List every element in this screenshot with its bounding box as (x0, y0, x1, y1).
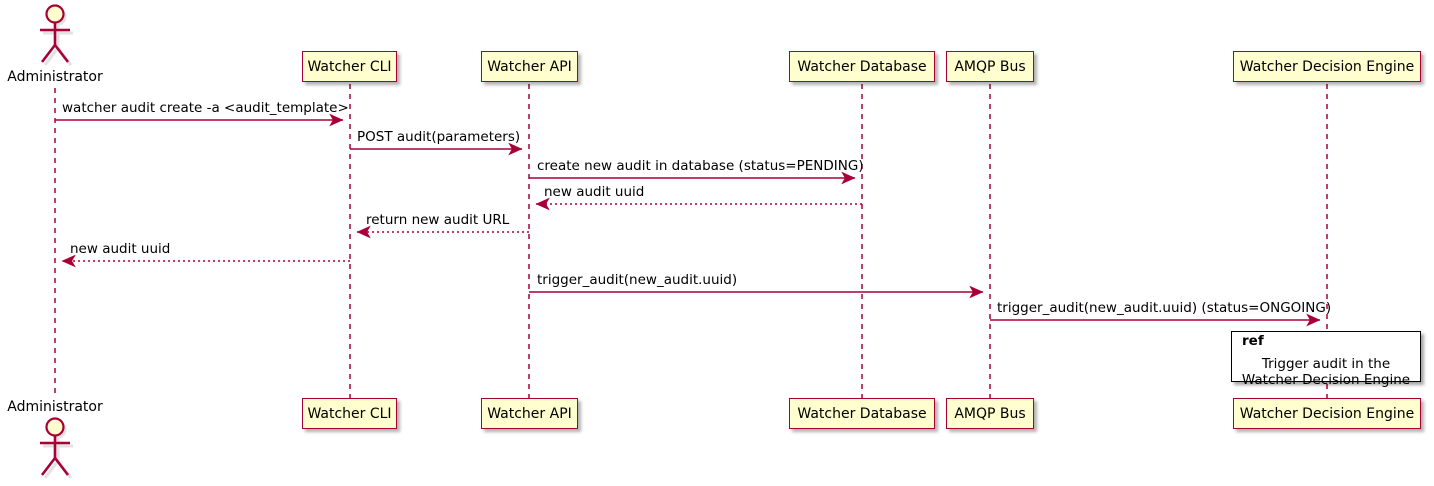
actor-administrator-top-icon (40, 4, 73, 66)
participant-footer-amqp-bus-label: AMQP Bus (954, 405, 1026, 422)
ref-fragment-body: Trigger audit in the Watcher Decision En… (1232, 356, 1420, 388)
participant-footer-watcher-cli[interactable]: Watcher CLI (302, 398, 397, 429)
participant-footer-watcher-api-label: Watcher API (487, 405, 572, 422)
ref-fragment[interactable]: ref Trigger audit in the Watcher Decisio… (1231, 331, 1421, 388)
participant-header-watcher-api[interactable]: Watcher API (481, 51, 578, 82)
participant-footer-amqp-bus[interactable]: AMQP Bus (946, 398, 1034, 429)
ref-fragment-line-2: Watcher Decision Engine (1241, 372, 1411, 388)
message-label-2: POST audit(parameters) (357, 129, 521, 145)
participant-footer-watcher-decision-engine[interactable]: Watcher Decision Engine (1233, 398, 1421, 429)
message-label-1: watcher audit create -a <audit_template> (62, 100, 349, 116)
actor-administrator-bottom-icon (40, 417, 73, 479)
ref-fragment-line-1: Trigger audit in the (1261, 356, 1391, 372)
participant-header-watcher-decision-engine-label: Watcher Decision Engine (1239, 58, 1415, 75)
message-label-7: trigger_audit(new_audit.uuid) (537, 272, 738, 288)
participant-header-watcher-cli-label: Watcher CLI (307, 58, 392, 75)
ref-fragment-tag-label: ref (1242, 333, 1264, 349)
participant-header-watcher-cli[interactable]: Watcher CLI (302, 51, 397, 82)
message-label-4: new audit uuid (544, 184, 645, 200)
participant-header-amqp-bus-label: AMQP Bus (954, 58, 1026, 75)
participant-header-amqp-bus[interactable]: AMQP Bus (946, 51, 1034, 82)
participant-footer-watcher-api[interactable]: Watcher API (481, 398, 578, 429)
participant-footer-watcher-database[interactable]: Watcher Database (789, 398, 935, 429)
message-label-6: new audit uuid (70, 241, 171, 257)
participant-header-watcher-database-label: Watcher Database (797, 58, 927, 75)
actor-administrator-top-label: Administrator (7, 69, 103, 85)
message-label-8: trigger_audit(new_audit.uuid) (status=ON… (997, 300, 1332, 316)
message-label-3: create new audit in database (status=PEN… (537, 158, 864, 174)
participant-footer-watcher-database-label: Watcher Database (797, 405, 927, 422)
actor-administrator-bottom-label: Administrator (7, 399, 103, 415)
participant-footer-watcher-cli-label: Watcher CLI (307, 405, 392, 422)
participant-header-watcher-decision-engine[interactable]: Watcher Decision Engine (1233, 51, 1421, 82)
message-label-5: return new audit URL (366, 212, 510, 228)
participant-header-watcher-api-label: Watcher API (487, 58, 572, 75)
participant-header-watcher-database[interactable]: Watcher Database (789, 51, 935, 82)
participant-footer-watcher-decision-engine-label: Watcher Decision Engine (1239, 405, 1415, 422)
